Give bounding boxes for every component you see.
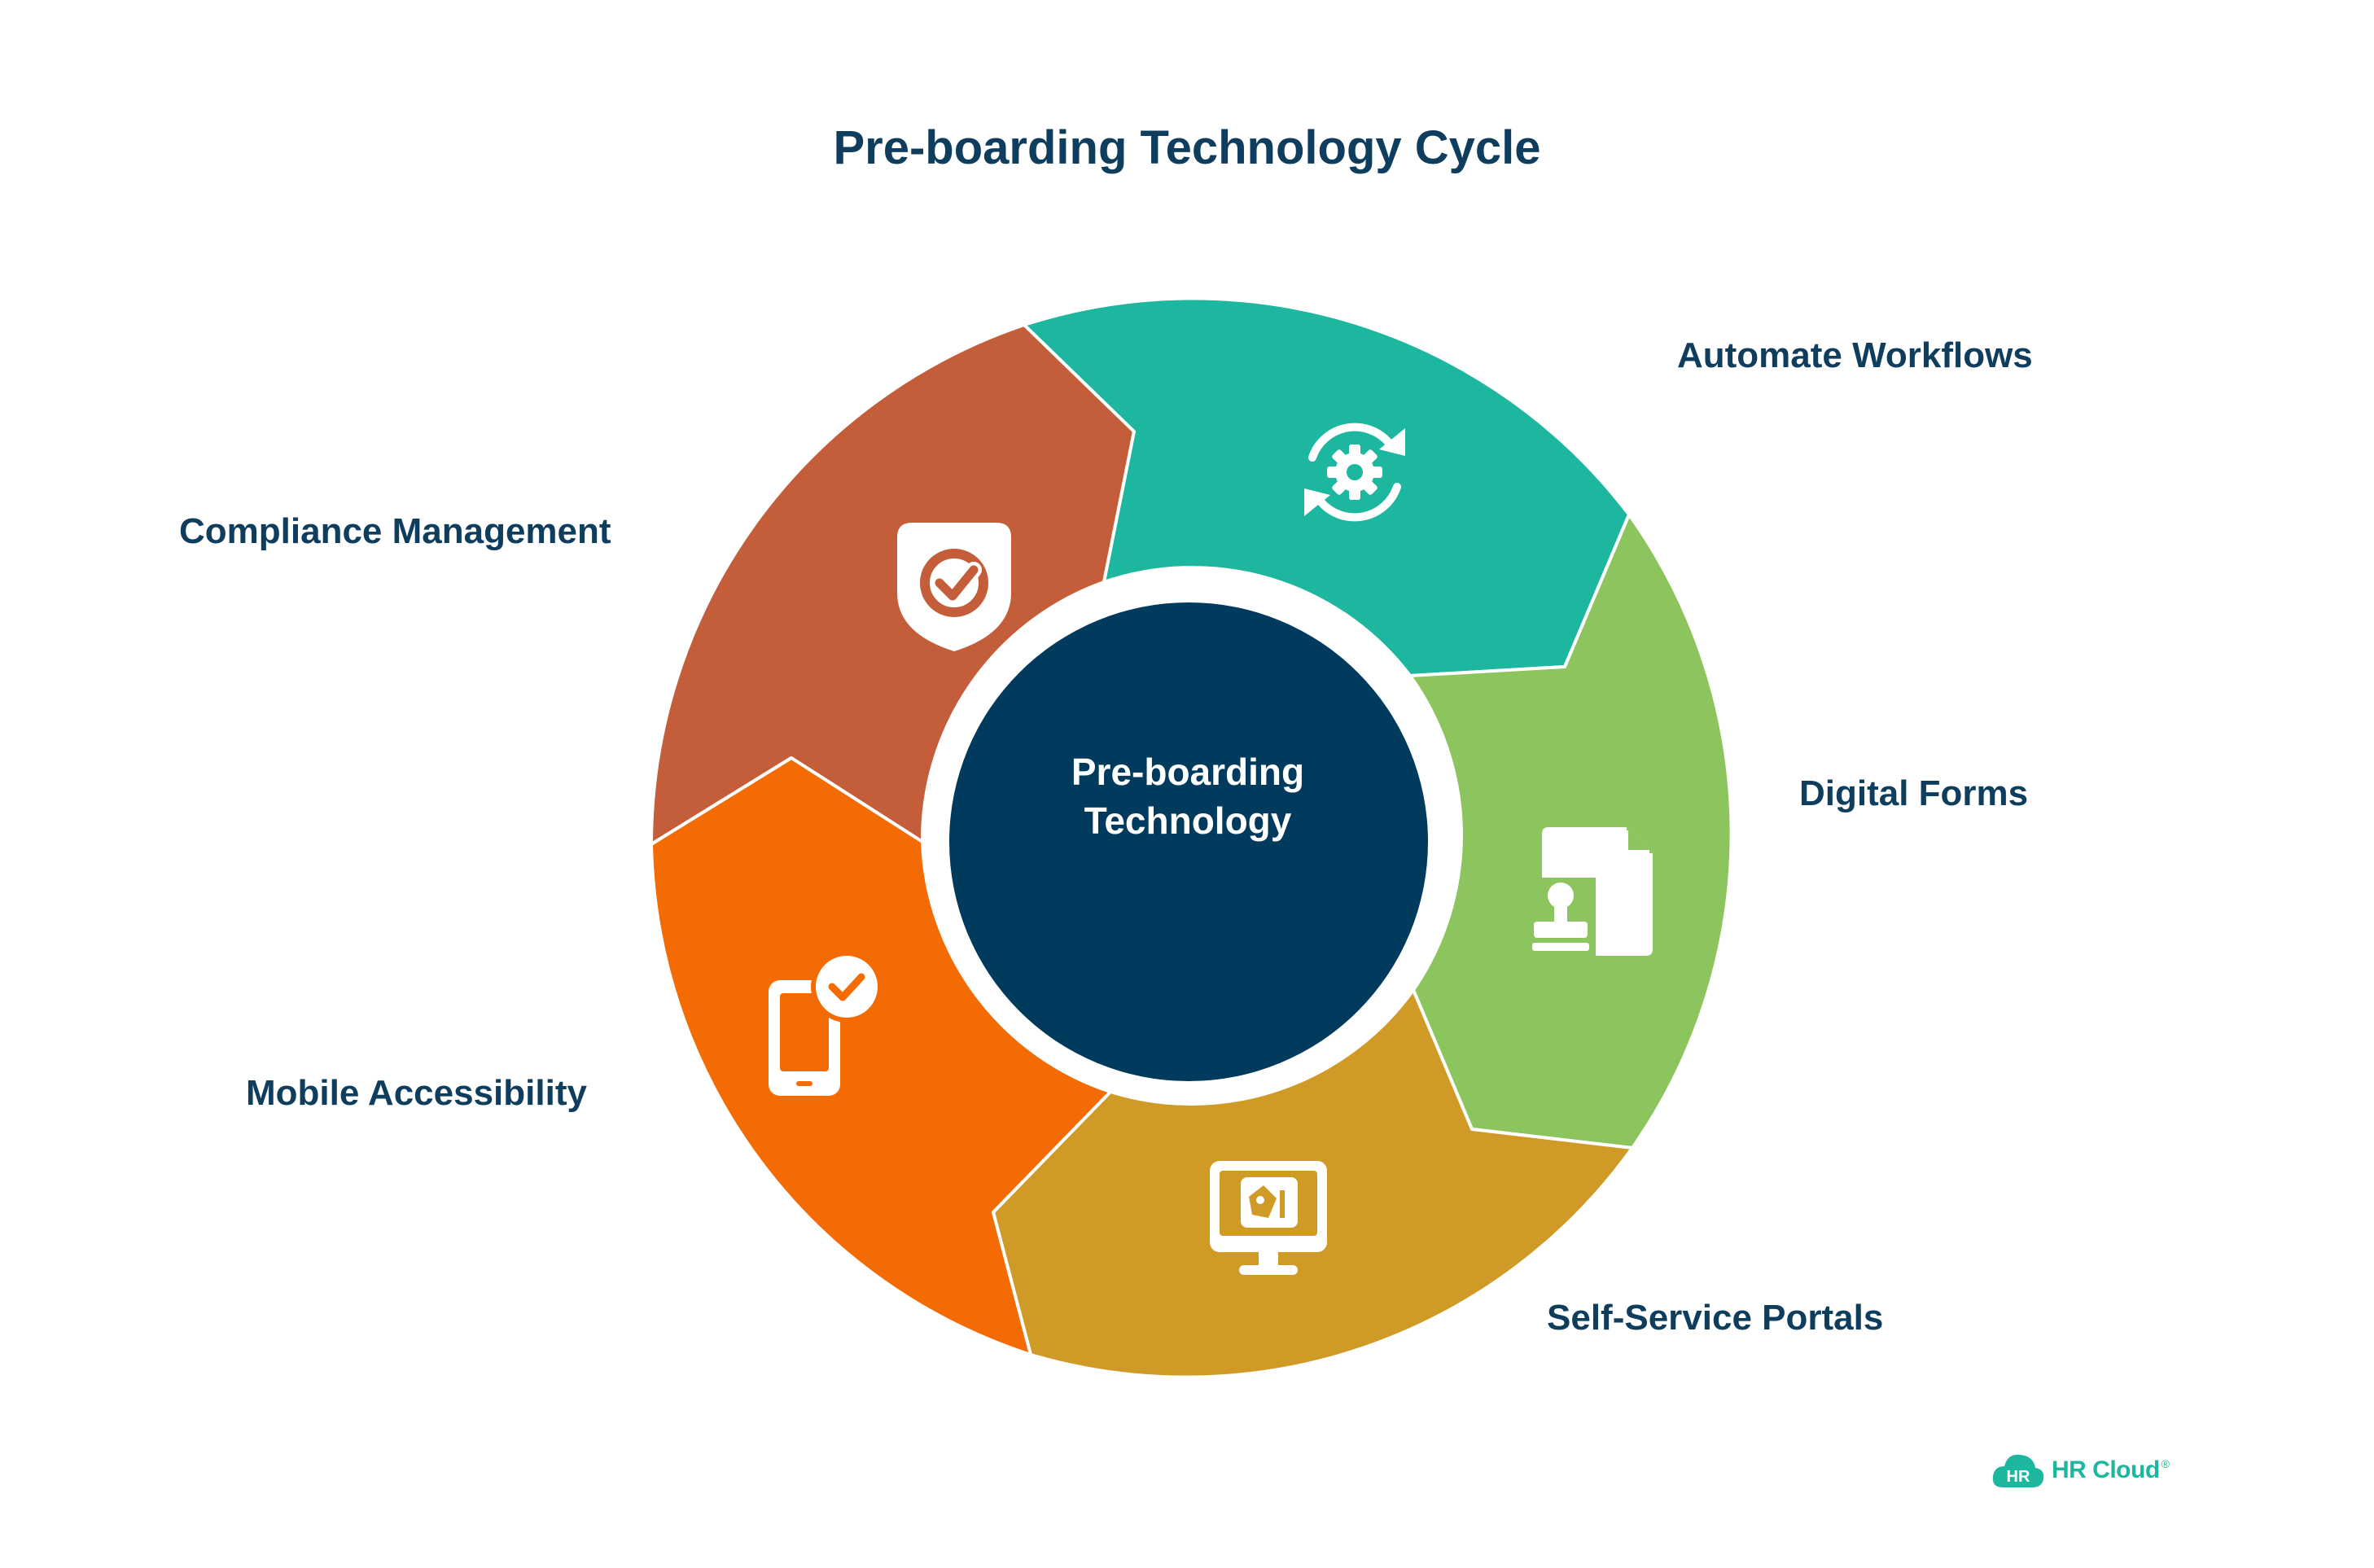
segment-mobile-accessibility <box>650 756 1112 1356</box>
label-digital-forms: Digital Forms <box>1799 773 2029 813</box>
hr-cloud-logo: HR HR Cloud ® <box>1991 1448 2170 1493</box>
center-circle <box>949 602 1428 1081</box>
label-automate-workflows: Automate Workflows <box>1677 335 2033 375</box>
mobile-check-icon <box>769 951 883 1096</box>
segment-compliance-management <box>650 323 1136 846</box>
logo-registered-mark: ® <box>2161 1457 2170 1470</box>
document-stamp-icon <box>1526 827 1653 962</box>
center-label: Pre-boarding Technology <box>956 747 1420 845</box>
label-compliance-management: Compliance Management <box>179 511 611 551</box>
center-label-line1: Pre-boarding <box>1071 751 1305 793</box>
page-title: Pre-boarding Technology Cycle <box>833 121 1541 174</box>
cloud-logo-icon: HR <box>1991 1450 2045 1491</box>
logo-badge-text: HR <box>2007 1468 2030 1486</box>
logo-text: HR Cloud <box>2052 1456 2160 1483</box>
sync-gear-icon <box>1304 423 1405 522</box>
monitor-portal-icon <box>1210 1161 1327 1275</box>
center-label-line2: Technology <box>1084 799 1292 842</box>
segment-automate-workflows <box>1023 296 1631 677</box>
label-self-service-portals: Self-Service Portals <box>1547 1298 1884 1338</box>
shield-check-icon <box>897 523 1011 651</box>
label-mobile-accessibility: Mobile Accessibility <box>246 1073 587 1113</box>
